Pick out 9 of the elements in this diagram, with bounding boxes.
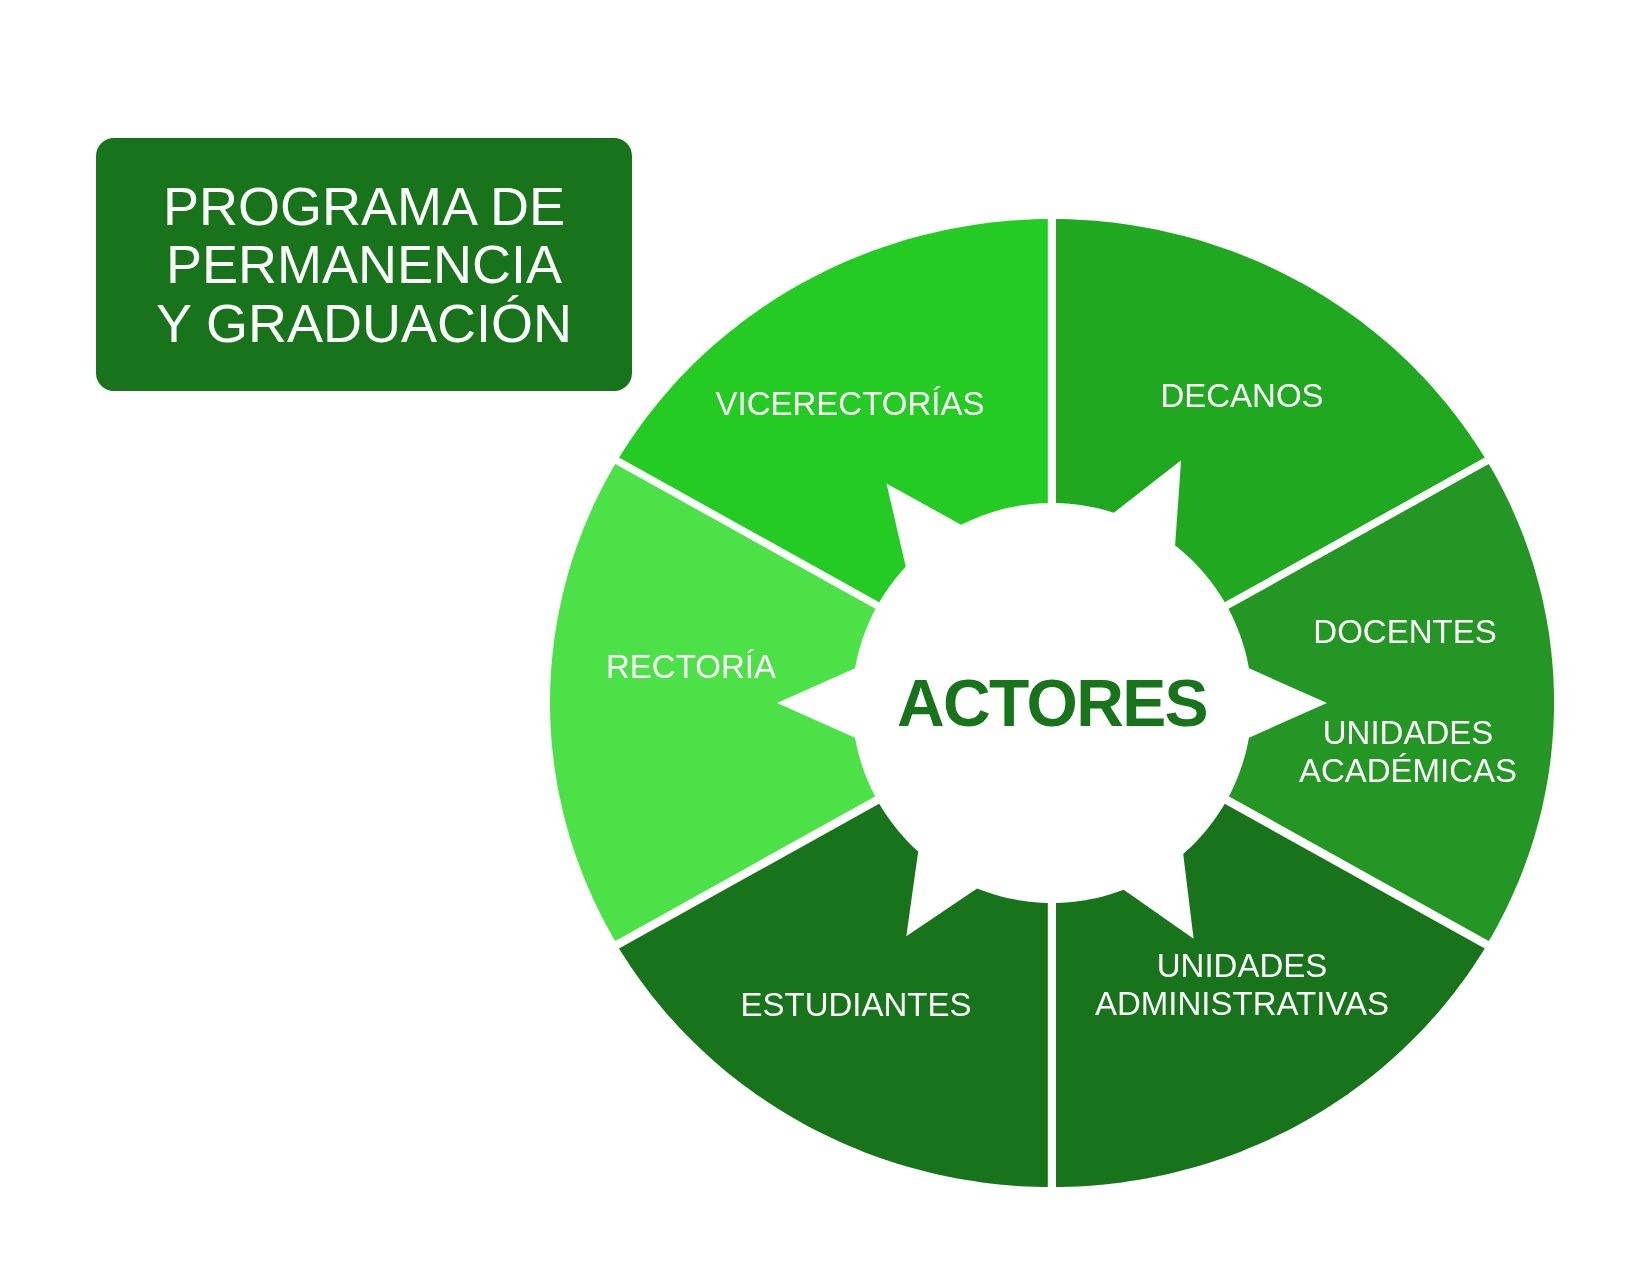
segment-label: DOCENTES — [1313, 613, 1497, 651]
segment-label: DECANOS — [1160, 377, 1324, 415]
segment-label: UNIDADES ADMINISTRATIVAS — [1094, 947, 1390, 1023]
center-label: ACTORES — [897, 664, 1207, 742]
segment-label: ESTUDIANTES — [740, 986, 972, 1024]
segment-label: RECTORÍA — [606, 648, 776, 686]
segment-label: VICERECTORÍAS — [715, 385, 985, 423]
title-text: PROGRAMA DE PERMANENCIA Y GRADUACIÓN — [154, 177, 574, 352]
segment-label: UNIDADES ACADÉMICAS — [1297, 714, 1519, 790]
